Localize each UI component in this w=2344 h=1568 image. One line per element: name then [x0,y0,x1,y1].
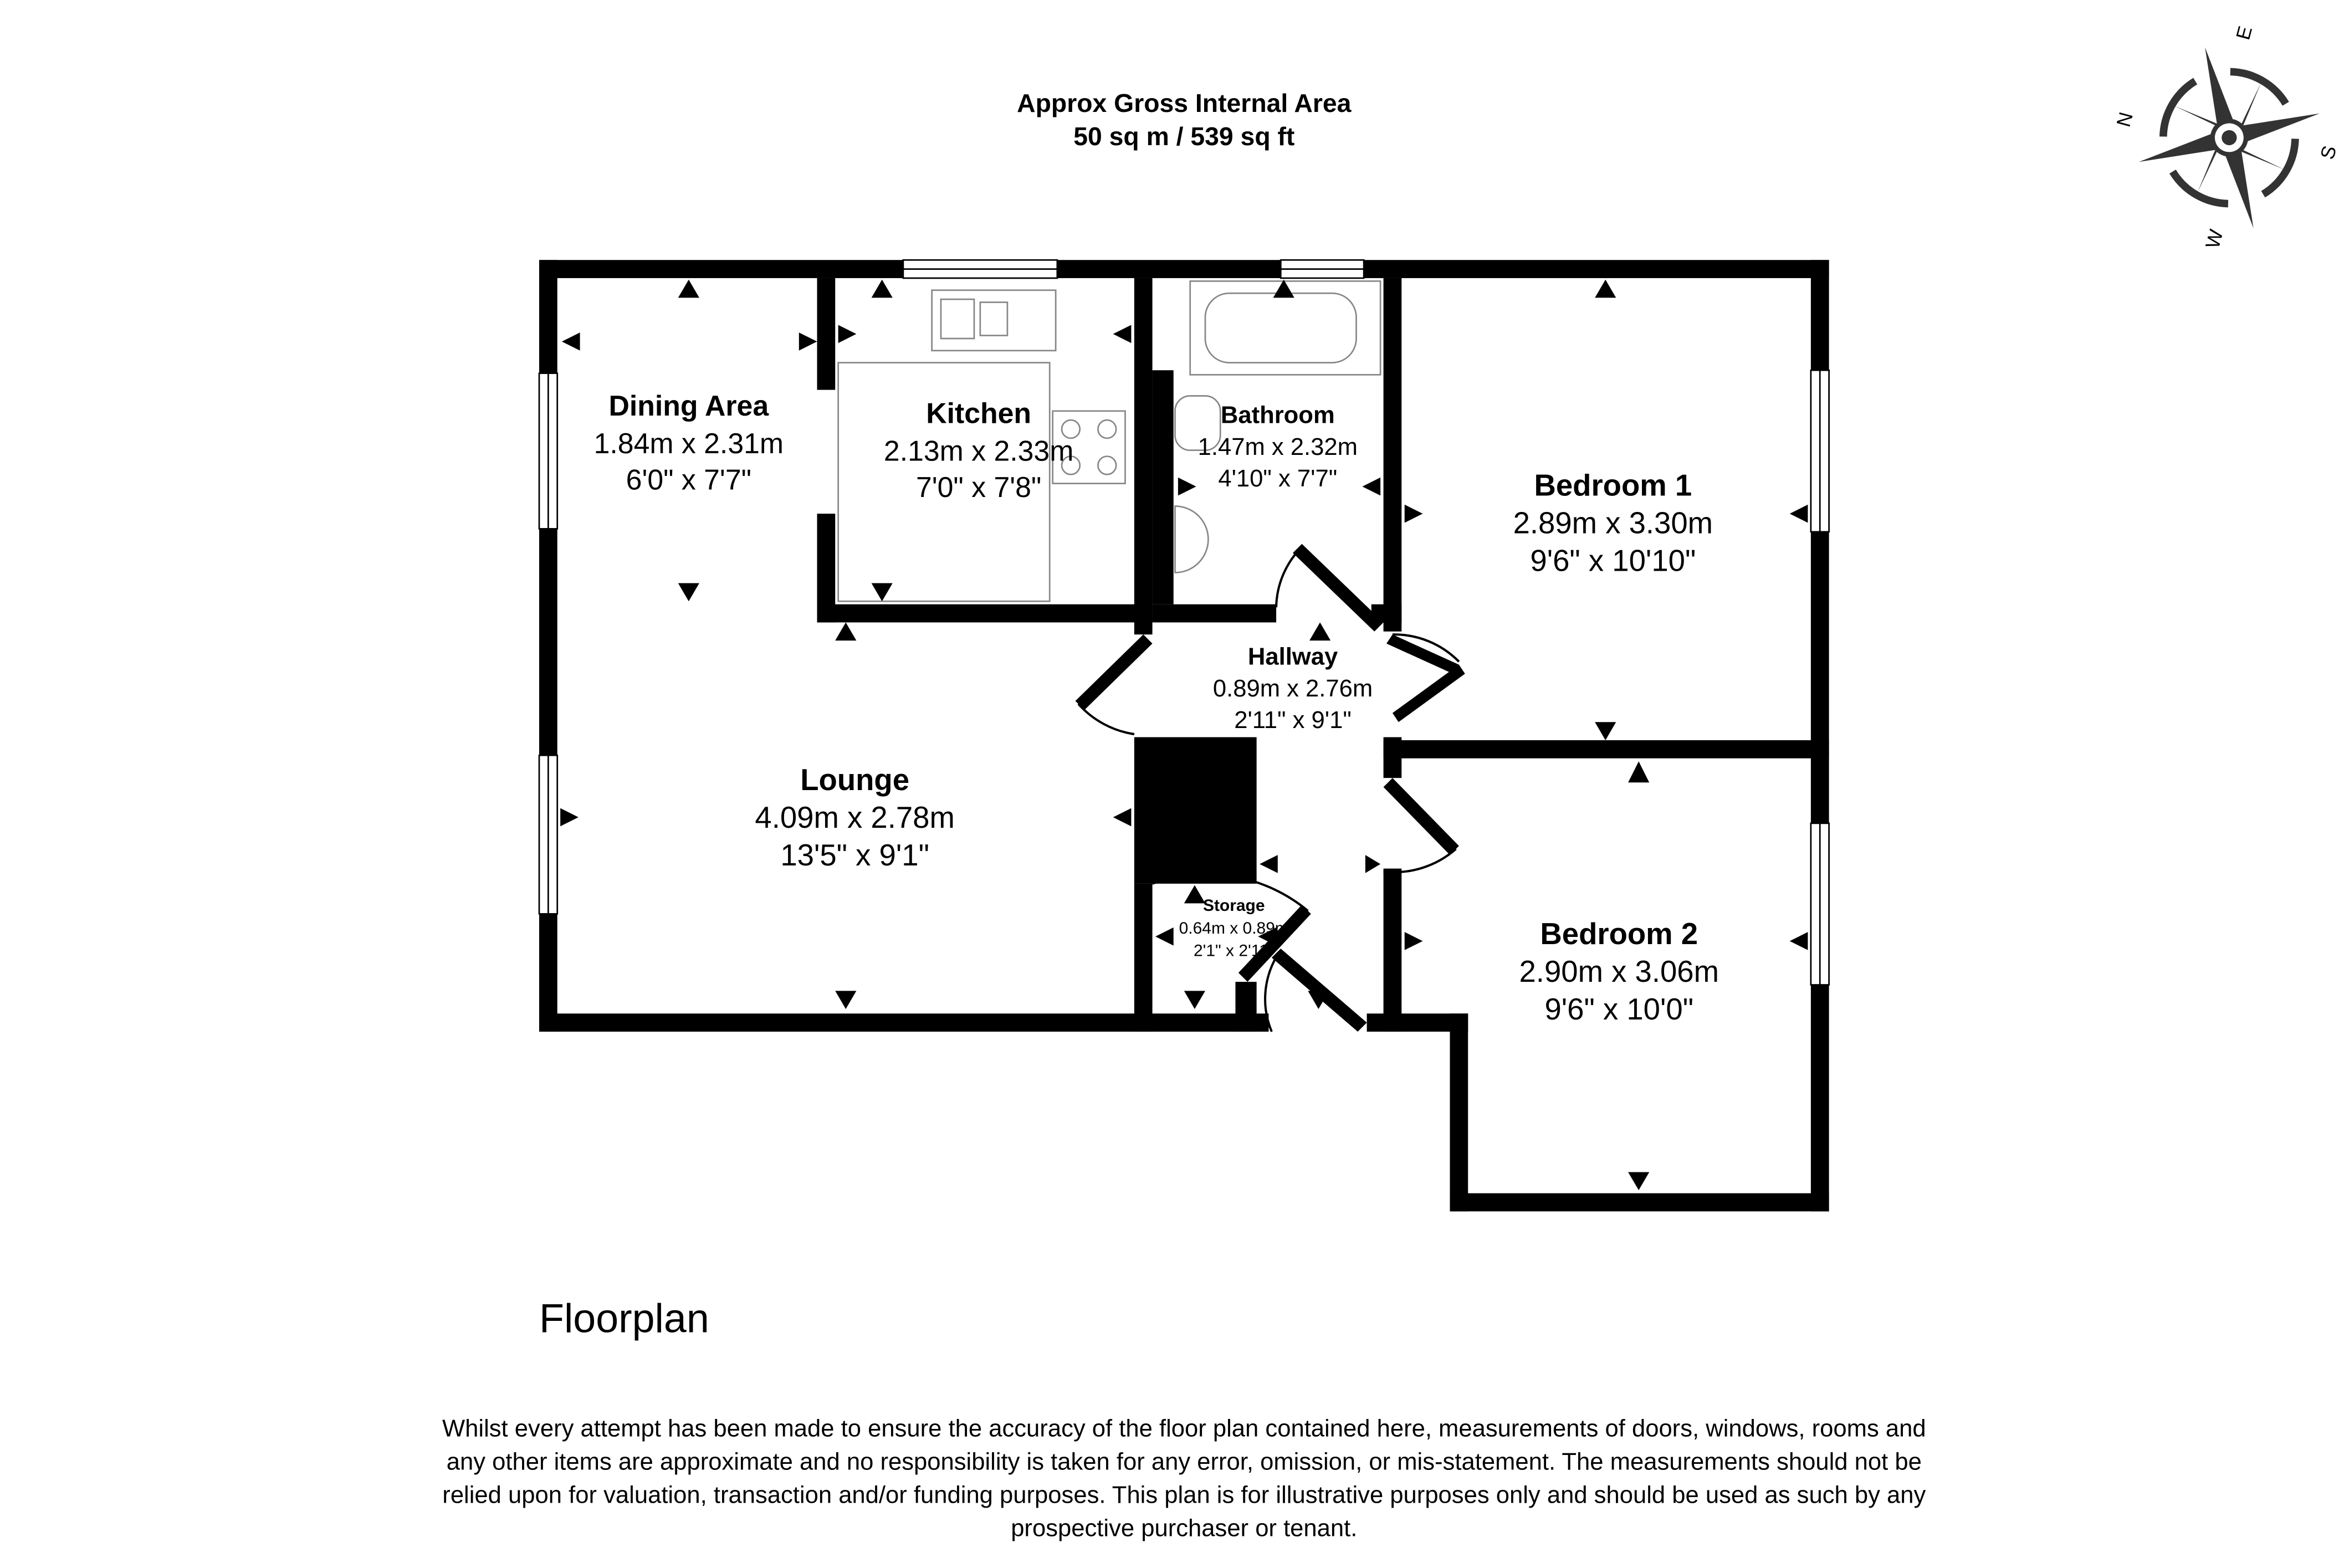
plan-label: Floorplan [539,1295,709,1341]
dimension-arrows [560,279,1808,1191]
room-metric: 2.90m x 3.06m [1519,955,1719,988]
room-name: Hallway [1248,644,1338,670]
room-imperial: 7'0" x 7'8" [916,471,1041,503]
disclaimer-line: any other items are approximate and no r… [447,1448,1922,1475]
room-imperial: 6'0" x 7'7" [626,464,751,496]
area-title: Approx Gross Internal Area [1017,89,1352,117]
room-metric: 0.89m x 2.76m [1213,675,1373,702]
disclaimer-line: prospective purchaser or tenant. [1011,1515,1357,1541]
disclaimer-line: Whilst every attempt has been made to en… [442,1415,1926,1442]
room-imperial: 4'10" x 7'7" [1218,465,1337,492]
basin-icon [1174,505,1209,573]
room-metric: 4.09m x 2.78m [755,801,954,834]
room-bedroom-1: Bedroom 1 2.89m x 3.30m 9'6" x 10'10" [1513,468,1713,577]
compass-n: N [2112,110,2137,129]
room-imperial: 9'6" x 10'0" [1544,992,1693,1026]
room-name: Bedroom 1 [1534,468,1692,502]
doors [1075,544,1465,1032]
disclaimer: Whilst every attempt has been made to en… [442,1415,1926,1541]
room-imperial: 9'6" x 10'10" [1530,544,1696,578]
room-name: Kitchen [926,397,1031,429]
toilet-icon [1174,395,1221,452]
room-metric: 2.89m x 3.30m [1513,506,1713,540]
room-metric: 2.13m x 2.33m [884,435,1073,467]
room-metric: 1.84m x 2.31m [594,427,784,459]
room-name: Storage [1203,896,1265,915]
room-name: Lounge [800,763,909,797]
room-storage: Storage 0.64m x 0.89m 2'1" x 2'11" [1179,896,1289,960]
room-imperial: 2'1" x 2'11" [1194,942,1274,960]
room-bathroom: Bathroom 1.47m x 2.32m 4'10" x 7'7" [1198,402,1358,492]
room-name: Bathroom [1221,402,1335,429]
windows [538,259,1830,986]
compass-w: W [2201,227,2227,250]
area-value: 50 sq m / 539 sq ft [1073,122,1294,151]
room-imperial: 13'5" x 9'1" [780,838,929,872]
room-metric: 0.64m x 0.89m [1179,919,1289,937]
room-name: Dining Area [609,390,770,422]
room-imperial: 2'11" x 9'1" [1234,707,1352,734]
room-kitchen: Kitchen 2.13m x 2.33m 7'0" x 7'8" [884,397,1073,504]
compass-e: E [2232,24,2256,42]
room-lounge: Lounge 4.09m x 2.78m 13'5" x 9'1" [755,763,954,872]
fixtures [837,280,1381,602]
room-bedroom-2: Bedroom 2 2.90m x 3.06m 9'6" x 10'0" [1519,917,1719,1026]
room-dining-area: Dining Area 1.84m x 2.31m 6'0" x 7'7" [594,390,784,496]
compass-s: S [2316,144,2341,162]
room-name: Bedroom 2 [1540,917,1698,951]
disclaimer-line: relied upon for valuation, transaction a… [442,1482,1926,1508]
room-hallway: Hallway 0.89m x 2.76m 2'11" x 9'1" [1213,644,1373,734]
room-metric: 1.47m x 2.32m [1198,434,1358,460]
compass-icon [2138,47,2320,228]
